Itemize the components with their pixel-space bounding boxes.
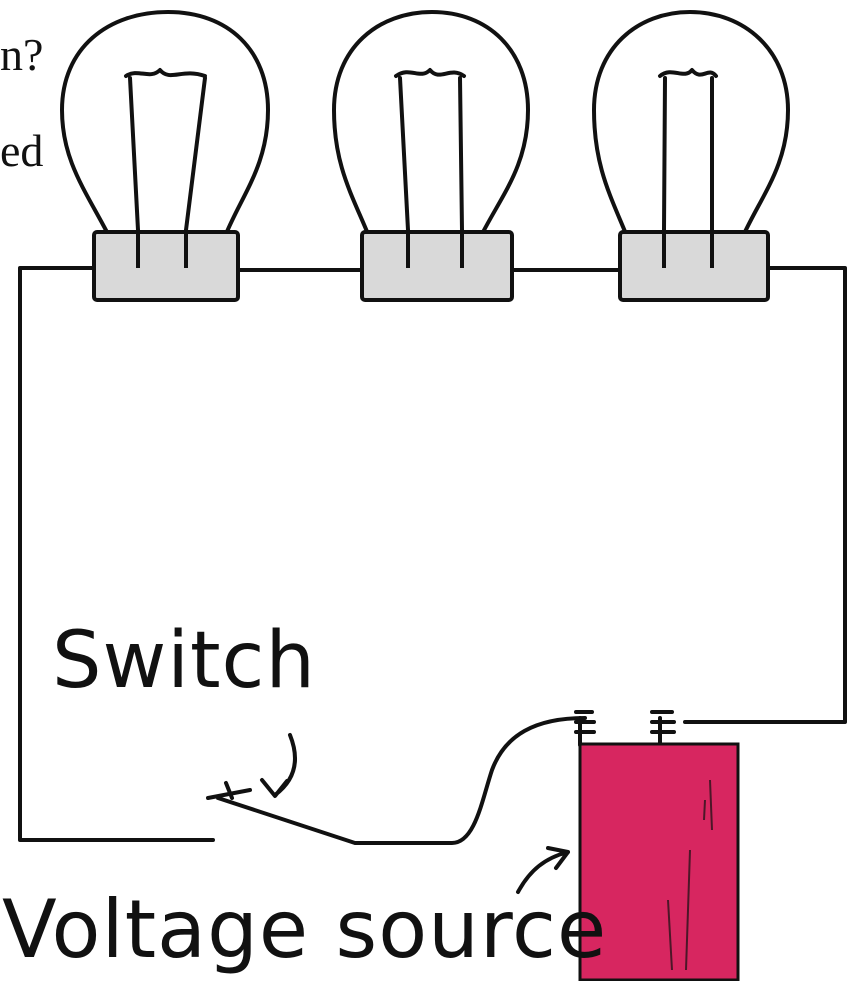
switch-label: Switch — [52, 616, 316, 706]
switch-arrow — [260, 733, 297, 798]
clipped-text-line-1: n? — [0, 29, 44, 80]
wire-left — [18, 266, 215, 842]
source-arrow — [516, 846, 570, 894]
bulb-2-socket-leads — [406, 232, 464, 268]
switch-handle — [206, 781, 252, 800]
voltage-source-label: Voltage source — [2, 883, 608, 976]
bulb-3-socket-leads — [662, 232, 714, 268]
bulb-3-socket — [618, 230, 770, 302]
bulb-1-socket-leads — [136, 232, 188, 268]
switch-lever — [216, 716, 587, 845]
terminal-left — [574, 710, 596, 747]
bulb-3-glass — [592, 10, 790, 236]
clipped-text-line-2: ed — [0, 125, 44, 176]
battery — [578, 742, 740, 982]
bulb-1-glass — [60, 10, 270, 236]
bulb-2-glass — [332, 10, 530, 236]
bulb-1-socket — [92, 230, 240, 302]
bulb-2-socket — [360, 230, 514, 302]
terminal-right — [650, 710, 676, 747]
wire-right — [683, 266, 847, 724]
battery-texture — [667, 779, 713, 971]
